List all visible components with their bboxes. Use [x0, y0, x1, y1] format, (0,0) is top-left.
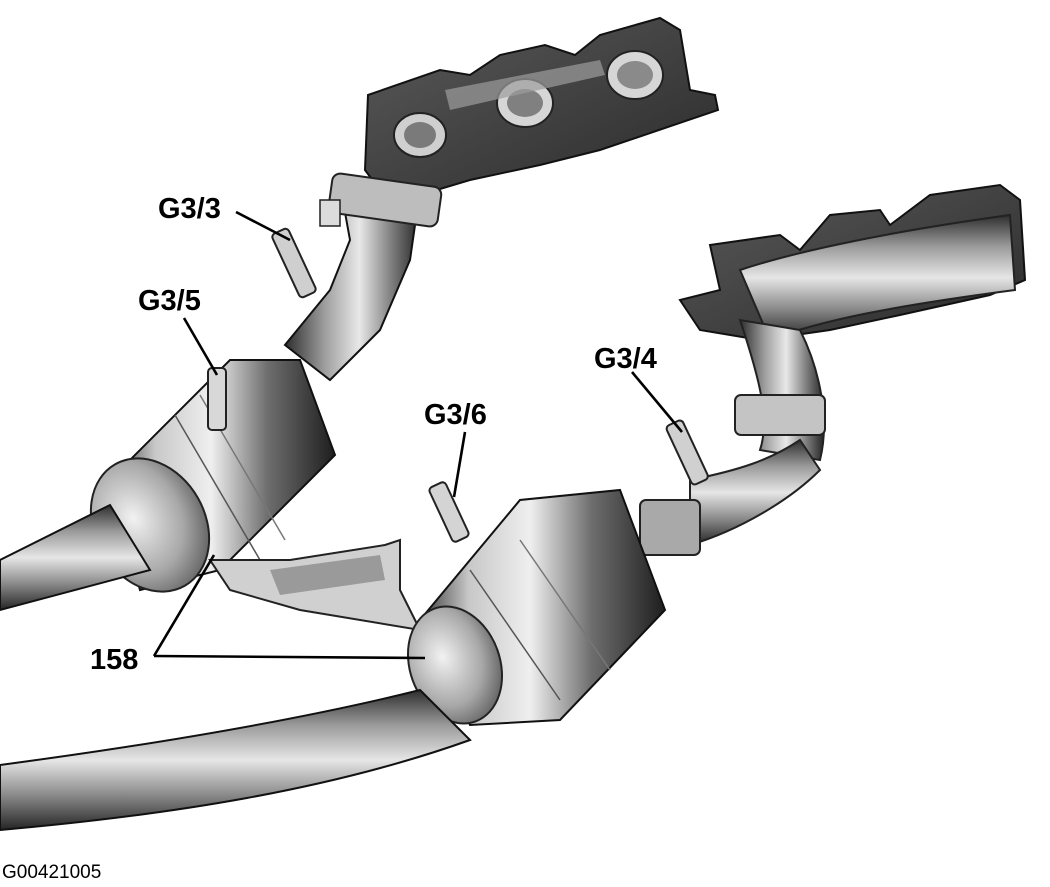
oxygen-sensor-g3-4	[665, 419, 709, 486]
oxygen-sensor-g3-6	[428, 481, 470, 543]
leader-g3-3	[235, 210, 291, 242]
mounting-bracket	[208, 538, 422, 632]
leader-g3-5	[182, 317, 219, 376]
left-outlet-pipe	[0, 503, 152, 612]
oxygen-sensor-g3-3	[271, 227, 317, 299]
leader-158-left	[152, 554, 216, 657]
leader-158-right	[153, 654, 426, 660]
leader-g3-4	[631, 371, 683, 433]
figure-id: G00421005	[2, 862, 101, 883]
label-g3-4: G3/4	[594, 343, 657, 375]
label-g3-3: G3/3	[158, 193, 221, 225]
main-outlet-pipe	[0, 688, 472, 832]
oxygen-sensor-g3-5	[207, 367, 227, 431]
label-158: 158	[90, 644, 138, 676]
right-catalytic-converter	[406, 488, 667, 727]
left-manifold-flange	[363, 16, 720, 197]
label-g3-5: G3/5	[138, 285, 201, 317]
right-downpipe	[639, 438, 822, 556]
label-g3-6: G3/6	[424, 399, 487, 431]
right-manifold	[678, 183, 1027, 462]
leader-g3-6	[452, 431, 467, 498]
left-downpipe	[283, 172, 443, 382]
